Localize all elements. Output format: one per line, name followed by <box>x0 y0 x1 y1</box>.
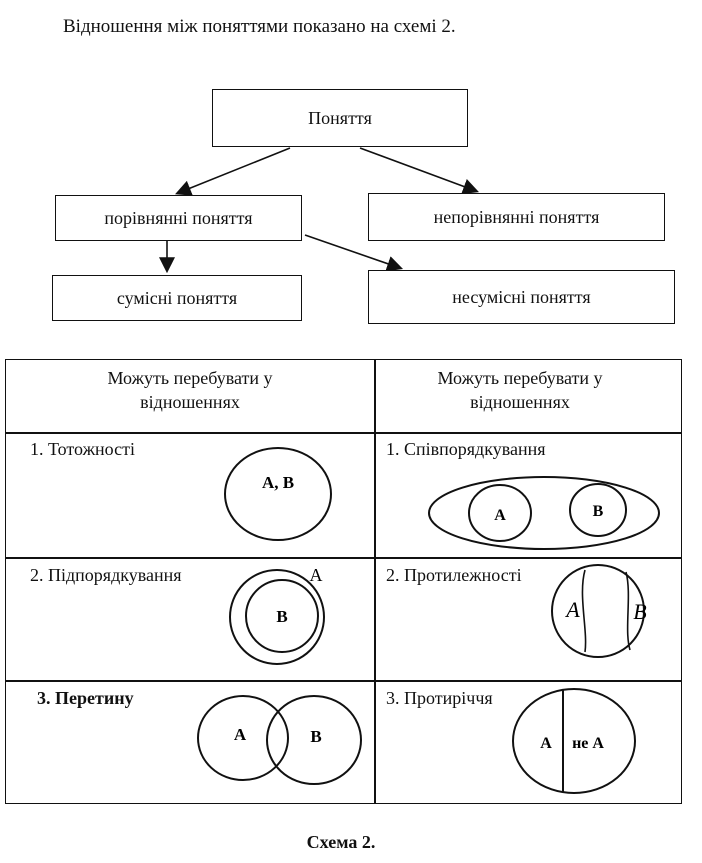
table-divider-3 <box>5 680 682 682</box>
contrariety-letter-a: А <box>564 597 580 622</box>
table-divider-2 <box>5 557 682 559</box>
arrow-root-incomparable <box>359 147 480 195</box>
intersection-letter-b: В <box>310 727 321 746</box>
identity-letters: А, В <box>262 473 294 492</box>
diagram-subordination: А В <box>229 565 325 665</box>
diagram-intersection: А В <box>197 695 362 785</box>
coordination-letter-b: В <box>593 503 604 520</box>
left-header: Можуть перебувати у відношеннях <box>107 368 273 412</box>
diagram-contrariety: А В <box>551 564 647 658</box>
arrow-root-comparable <box>175 147 291 196</box>
tree-arrows <box>159 147 480 274</box>
node-concept: Поняття <box>212 89 468 147</box>
figure-caption: Схема 2. <box>306 832 376 852</box>
diagram-identity: А, В <box>224 447 332 541</box>
node-compatible: сумісні поняття <box>52 275 302 321</box>
node-incomparable: непорівнянні поняття <box>368 193 665 241</box>
intro-text: Відношення між поняттями показано на схе… <box>63 16 456 37</box>
label-intersection: 3. Перетину <box>37 688 134 708</box>
contradiction-letter-a: А <box>540 735 552 752</box>
table-divider-vertical <box>374 359 376 804</box>
relations-table <box>5 359 682 804</box>
diagram-coordination: А В <box>428 476 660 550</box>
coordination-letter-a: А <box>494 507 506 524</box>
label-contrariety: 2. Протилежності <box>386 565 522 585</box>
node-incompatible: несумісні поняття <box>368 270 675 324</box>
subordination-inner-letter: В <box>276 607 287 626</box>
intersection-letter-a: А <box>234 725 247 744</box>
arrow-comparable-incompatible <box>304 234 404 272</box>
label-subordination: 2. Підпорядкування <box>30 565 182 585</box>
contrariety-letter-b: В <box>633 599 646 624</box>
right-header: Можуть перебувати у відношеннях <box>437 368 603 412</box>
node-comparable: порівнянні поняття <box>55 195 302 241</box>
contradiction-letter-not-a: не А <box>572 735 604 752</box>
diagram-contradiction: А не А <box>512 688 636 794</box>
label-identity: 1. Тотожності <box>30 439 135 459</box>
subordination-outer-letter: А <box>310 565 323 585</box>
label-coordination: 1. Співпорядкування <box>386 439 546 459</box>
table-divider-1 <box>5 432 682 434</box>
label-contradiction: 3. Протиріччя <box>386 688 493 708</box>
